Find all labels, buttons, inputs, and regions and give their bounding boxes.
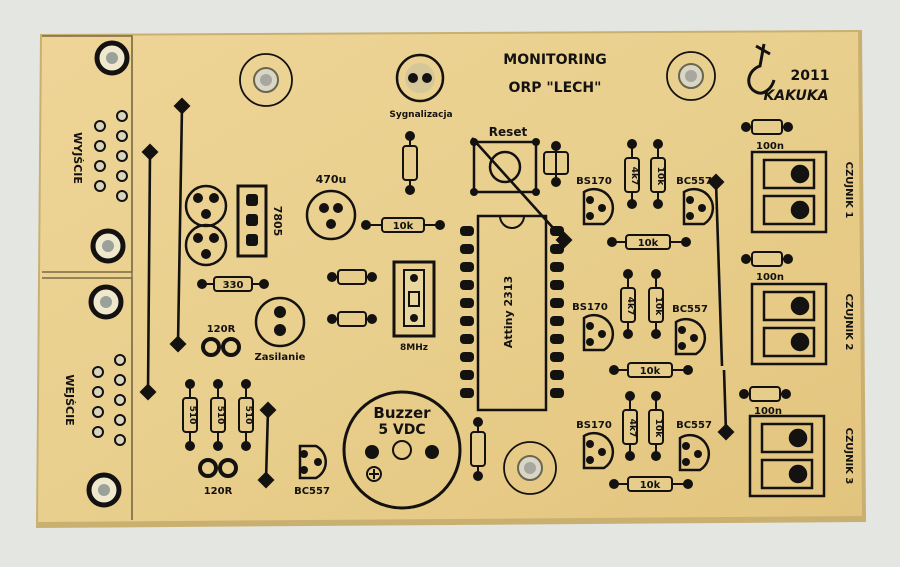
mounting-hole-tl [239, 53, 293, 107]
label-mcu: Attiny 2313 [502, 276, 515, 348]
terminal-block-2 [750, 282, 828, 366]
label-510-1: 510 [187, 406, 197, 425]
label-7805: 7805 [271, 206, 284, 237]
label-bs170-2: BS170 [572, 302, 608, 313]
label-crystal: 8MHz [400, 343, 428, 353]
crystal-caps [327, 269, 377, 327]
resistor-mcu-bottom [470, 417, 486, 481]
channel-1 [582, 139, 715, 250]
label-10k-top: 10k [393, 221, 414, 232]
label-100n-2: 100n [756, 272, 784, 283]
title-line2: ORP "LECH" [509, 80, 602, 96]
r120-top-pads [201, 337, 241, 357]
label-100n-3: 100n [754, 406, 782, 417]
label-4k7-2: 4k7 [625, 297, 635, 316]
capacitor-470u [305, 189, 357, 241]
led-signal [395, 53, 445, 103]
label-4k7-3: 4k7 [627, 419, 637, 438]
crystal [392, 260, 436, 338]
diamond-pads [139, 97, 735, 489]
label-10k-mid: 10k [638, 238, 659, 249]
label-330: 330 [223, 280, 244, 291]
label-510-3: 510 [243, 406, 253, 425]
resistor-330 [197, 276, 269, 292]
label-input: WEJŚCIE [63, 374, 76, 425]
db9-holes [86, 40, 130, 508]
label-120r-bot: 120R [204, 486, 233, 497]
author-logo [747, 43, 776, 95]
mounting-hole-bc [503, 441, 557, 495]
label-bs170-1: BS170 [576, 176, 612, 187]
reset-switch [470, 138, 540, 196]
label-bc557-3: BC557 [676, 420, 712, 431]
title-line1: MONITORING [503, 52, 606, 68]
db9-pins [92, 110, 128, 446]
label-bc557-1: BC557 [676, 176, 712, 187]
label-signal: Sygnalizacja [389, 110, 452, 120]
terminal-block-1 [750, 150, 828, 234]
year-label: 2011 [791, 68, 830, 84]
label-bc557-2: BC557 [672, 304, 708, 315]
cap-reset [543, 141, 569, 187]
resistor-10k-top [361, 217, 445, 233]
power-jack [254, 296, 306, 348]
label-4k7-1: 4k7 [629, 167, 639, 186]
regulator-7805 [184, 184, 268, 267]
label-buzzer1: Buzzer [373, 404, 431, 422]
mounting-hole-tr [666, 51, 716, 101]
label-bs170-3: BS170 [576, 420, 612, 431]
traces [146, 105, 728, 481]
pcb-board [36, 30, 866, 528]
label-100n-1: 100n [756, 141, 784, 152]
mcu-pins [460, 226, 564, 398]
label-120r-top: 120R [207, 324, 236, 335]
label-reset: Reset [489, 125, 528, 139]
resistors-510 [182, 379, 254, 451]
label-10k-3: 10k [653, 419, 663, 439]
r120-bot-pads [198, 458, 238, 478]
label-10k-2: 10k [653, 297, 663, 317]
mcu-chip [476, 214, 548, 412]
label-sensor1: CZUJNIK 1 [843, 162, 854, 219]
caps-100n [739, 119, 793, 402]
label-sensor3: CZUJNIK 3 [843, 428, 854, 485]
label-power: Zasilanie [255, 352, 306, 363]
label-470u: 470u [316, 173, 347, 186]
label-510-2: 510 [215, 406, 225, 425]
channel-2 [582, 269, 707, 378]
label-10k-b2: 10k [640, 366, 661, 377]
channel-3 [582, 391, 711, 492]
author-label: KAKUKA [763, 88, 828, 104]
resistor-led [402, 131, 418, 195]
label-output: WYJŚCIE [71, 132, 84, 184]
label-sensor2: CZUJNIK 2 [843, 294, 854, 351]
transistor-bc557-main [298, 444, 327, 480]
label-bc557-main: BC557 [294, 486, 330, 497]
buzzer [342, 390, 462, 510]
connector-outlines [42, 35, 133, 520]
label-10k-b3: 10k [640, 480, 661, 491]
label-10k-1: 10k [655, 167, 665, 187]
terminal-block-3 [748, 414, 826, 498]
label-buzzer2: 5 VDC [378, 422, 425, 438]
